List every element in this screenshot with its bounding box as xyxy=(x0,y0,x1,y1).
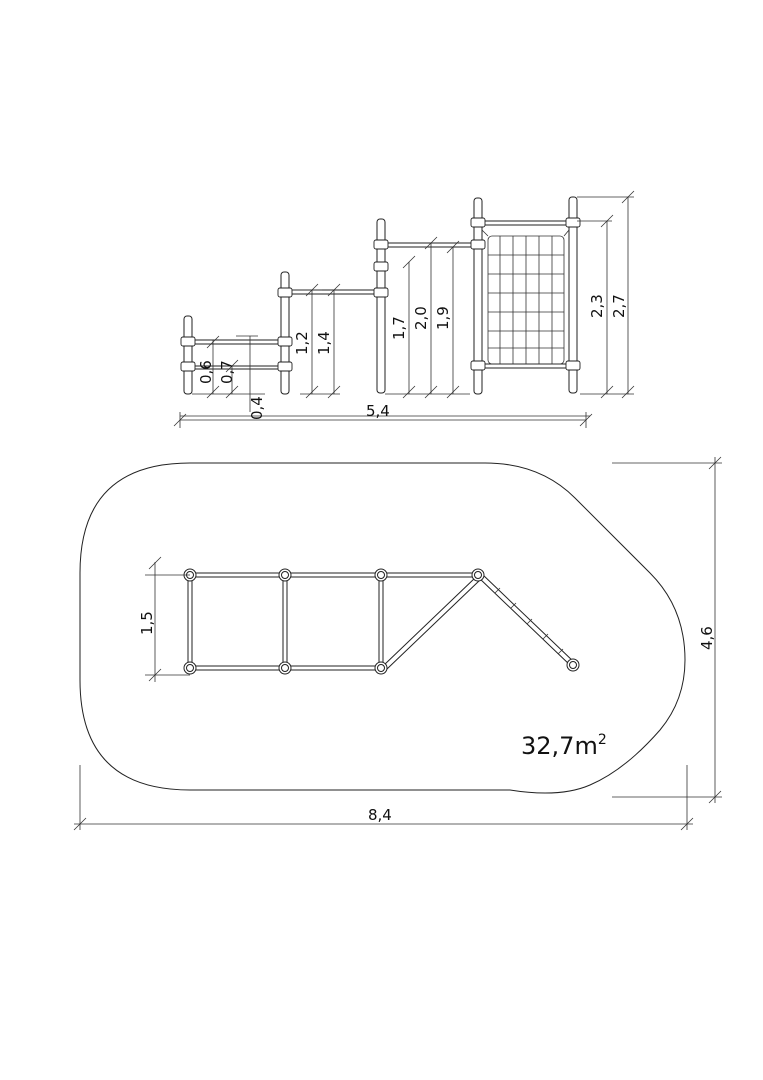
dim-0-6: 0,6 xyxy=(197,360,215,384)
plan-view: 1,5 4,6 8,4 32,7m2 xyxy=(73,456,722,831)
plan-posts xyxy=(183,568,580,675)
post-1 xyxy=(183,315,193,395)
safety-area-outline xyxy=(79,462,686,794)
dim-1-7: 1,7 xyxy=(390,316,408,340)
area-superscript: 2 xyxy=(598,732,607,748)
dim-2-3: 2,3 xyxy=(588,294,606,318)
dim-0-7: 0,7 xyxy=(218,360,236,384)
dim-0-4: 0,4 xyxy=(248,396,266,420)
plan-dimension-lines xyxy=(73,456,722,831)
plan-frame xyxy=(187,572,576,671)
dim-1-2: 1,2 xyxy=(293,331,311,355)
dim-1-4: 1,4 xyxy=(315,331,333,355)
net-rope-plan xyxy=(494,587,564,655)
dim-4-6: 4,6 xyxy=(698,626,716,650)
area-label: 32,7m2 xyxy=(521,732,607,760)
dim-5-4: 5,4 xyxy=(366,402,390,420)
dim-1-5: 1,5 xyxy=(138,611,156,635)
climbing-net xyxy=(481,229,570,365)
dim-1-9: 1,9 xyxy=(434,306,452,330)
area-value: 32,7m xyxy=(521,732,598,760)
dim-2-0: 2,0 xyxy=(412,306,430,330)
dim-2-7: 2,7 xyxy=(610,294,628,318)
elevation-view: 0,6 0,7 0,4 1,2 1,4 1,7 2,0 1,9 2,3 2,7 … xyxy=(173,190,635,428)
elevation-dimension-lines xyxy=(173,190,635,428)
clamps xyxy=(180,217,581,372)
post-5 xyxy=(568,196,578,394)
dim-8-4: 8,4 xyxy=(368,806,392,824)
